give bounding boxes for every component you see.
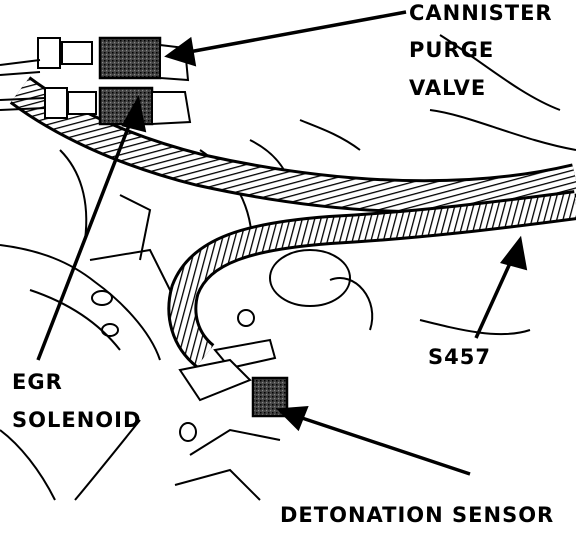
leader-arrows [36, 10, 528, 476]
cannister-label: CANNISTER [409, 1, 553, 25]
detonation-sensor-label: DETONATION SENSOR [280, 503, 555, 527]
egr-label: EGR [12, 370, 63, 394]
cannister-purge-valve [98, 36, 190, 82]
s457-label: S457 [428, 345, 491, 369]
detonation-sensor [178, 338, 289, 418]
solenoid-label: SOLENOID [12, 408, 142, 432]
purge-label: PURGE [409, 38, 495, 62]
connector-block [0, 37, 97, 119]
engine-outline [0, 34, 576, 501]
valve-label: VALVE [409, 76, 487, 100]
egr-solenoid [98, 86, 192, 126]
